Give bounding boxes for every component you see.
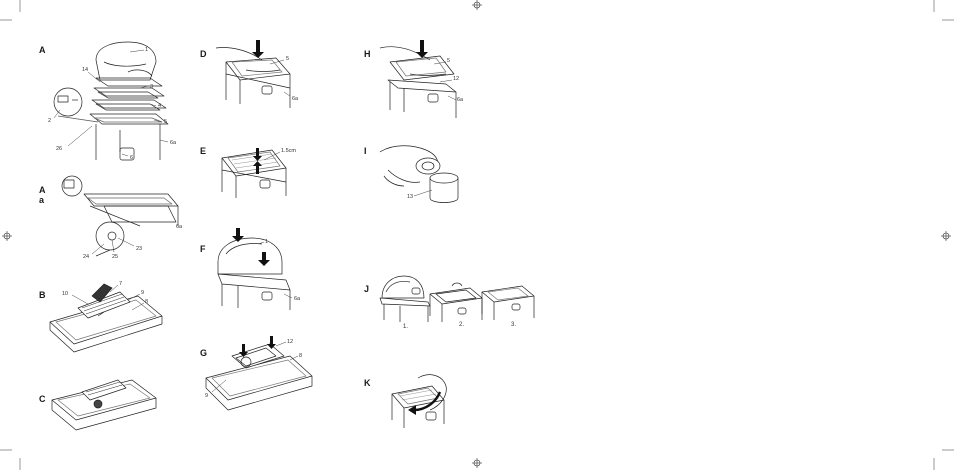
figure-letter-k: K <box>364 378 371 388</box>
figure-j-drawing <box>380 276 534 322</box>
callout: 26 <box>56 146 63 152</box>
callout: 24 <box>83 254 90 260</box>
figure-k-drawing <box>392 375 446 428</box>
figure-letter-a: A <box>39 45 46 55</box>
callout: 6a <box>292 96 299 102</box>
figure-letter-aa-2: a <box>39 195 45 205</box>
figure-b-drawing <box>50 284 162 352</box>
callout: 4 <box>158 103 162 109</box>
callout: 3 <box>150 84 154 90</box>
figure-aa-drawing <box>62 176 178 256</box>
curved-arrow-icon <box>414 392 440 410</box>
figure-letter-g: G <box>200 348 208 358</box>
step-label: 3. <box>511 322 517 328</box>
callout: 8 <box>145 299 149 305</box>
crosshair-top-icon <box>472 0 482 10</box>
callout: 1.5cm <box>281 148 296 154</box>
callout: 8 <box>299 353 303 359</box>
crosshair-bottom-icon <box>472 458 482 468</box>
callout: 6a <box>176 224 183 230</box>
step-label: 2. <box>459 322 465 328</box>
figure-letter-aa-1: A <box>39 185 46 195</box>
callout: 12 <box>453 76 460 82</box>
figure-h-drawing <box>380 47 456 118</box>
callout: 14 <box>82 67 89 73</box>
callout: 6a <box>170 140 177 146</box>
callout: 23 <box>136 246 143 252</box>
callout: 25 <box>112 254 119 260</box>
callout: 12 <box>287 339 294 345</box>
callout: 9 <box>141 290 145 296</box>
callout: 5 <box>164 119 168 125</box>
crosshair-right-icon <box>941 231 951 241</box>
callout: 9 <box>205 393 209 399</box>
measure-arrows-icon <box>253 148 262 174</box>
step-label: 1. <box>403 324 409 330</box>
figure-f-drawing <box>218 238 290 310</box>
figure-a-drawing <box>54 42 168 160</box>
figure-letter-d: D <box>200 49 207 59</box>
crosshair-left-icon <box>2 231 12 241</box>
callout: 10 <box>62 291 69 297</box>
figure-d-drawing <box>216 48 290 109</box>
down-arrow-icon <box>258 252 270 266</box>
callout: 13 <box>407 194 414 200</box>
figure-letter-c: C <box>39 394 46 404</box>
down-arrow-icon <box>267 336 276 349</box>
callout: 7 <box>119 281 123 287</box>
figure-a-leaders <box>54 50 168 156</box>
down-arrow-icon <box>416 40 428 58</box>
figure-letter-b: B <box>39 290 46 300</box>
callout: 6 <box>130 155 134 161</box>
figure-letter-h: H <box>364 49 371 59</box>
down-arrow-icon <box>252 40 264 58</box>
figure-i-drawing <box>380 146 458 203</box>
callout: 2 <box>48 118 52 124</box>
callout: 5 <box>286 56 290 62</box>
callout: 5 <box>447 58 451 64</box>
figure-g-drawing <box>206 344 312 410</box>
callout: 1 <box>265 239 269 245</box>
figure-letter-e: E <box>200 146 207 156</box>
figure-letter-j: J <box>364 284 370 294</box>
down-arrow-icon <box>232 228 244 242</box>
down-arrow-icon <box>239 344 248 357</box>
callout: 1 <box>145 47 149 53</box>
callout: 6a <box>294 296 301 302</box>
callout: 6a <box>457 97 464 103</box>
figure-letter-f: F <box>200 244 206 254</box>
figure-c-drawing <box>52 380 156 430</box>
figure-letter-i: I <box>364 146 367 156</box>
